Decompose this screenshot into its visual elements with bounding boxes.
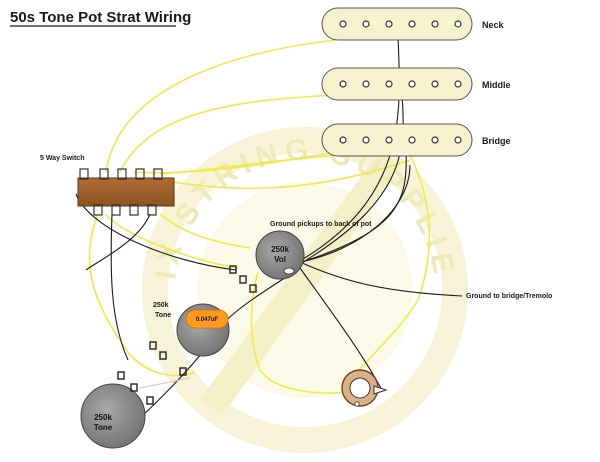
tone-pot-1-name: Tone xyxy=(155,312,171,319)
tone-pot-2-name: Tone xyxy=(94,423,113,432)
volume-pot xyxy=(229,230,305,293)
pickup-middle-label: Middle xyxy=(482,80,511,90)
pickup-bridge xyxy=(321,123,473,157)
capacitor xyxy=(185,309,229,329)
capacitor-label: 0.047uF xyxy=(196,317,219,323)
pickup-neck xyxy=(321,7,473,41)
diagram-title: 50s Tone Pot Strat Wiring xyxy=(10,9,191,26)
tone-pot-2 xyxy=(80,371,154,449)
pickup-bridge-label: Bridge xyxy=(482,136,511,146)
pickup-middle xyxy=(321,67,473,101)
output-jack xyxy=(341,369,388,407)
ground-pickups-label: Ground pickups to back of pot xyxy=(270,221,372,228)
tone-pot-2-value: 250k xyxy=(94,413,112,422)
switch-label: 5 Way Switch xyxy=(40,155,84,162)
tone-link-wire xyxy=(139,377,191,389)
pickup-neck-label: Neck xyxy=(482,20,505,30)
ground-bridge-label: Ground to bridge/Tremolo xyxy=(466,293,552,300)
watermark: SIX STRING SUPPLIES xyxy=(0,0,468,453)
five-way-switch xyxy=(77,168,175,216)
tone-pot-1-value: 250k xyxy=(153,302,169,309)
volume-pot-name: Vol xyxy=(274,255,286,264)
volume-pot-value: 250k xyxy=(271,245,289,254)
